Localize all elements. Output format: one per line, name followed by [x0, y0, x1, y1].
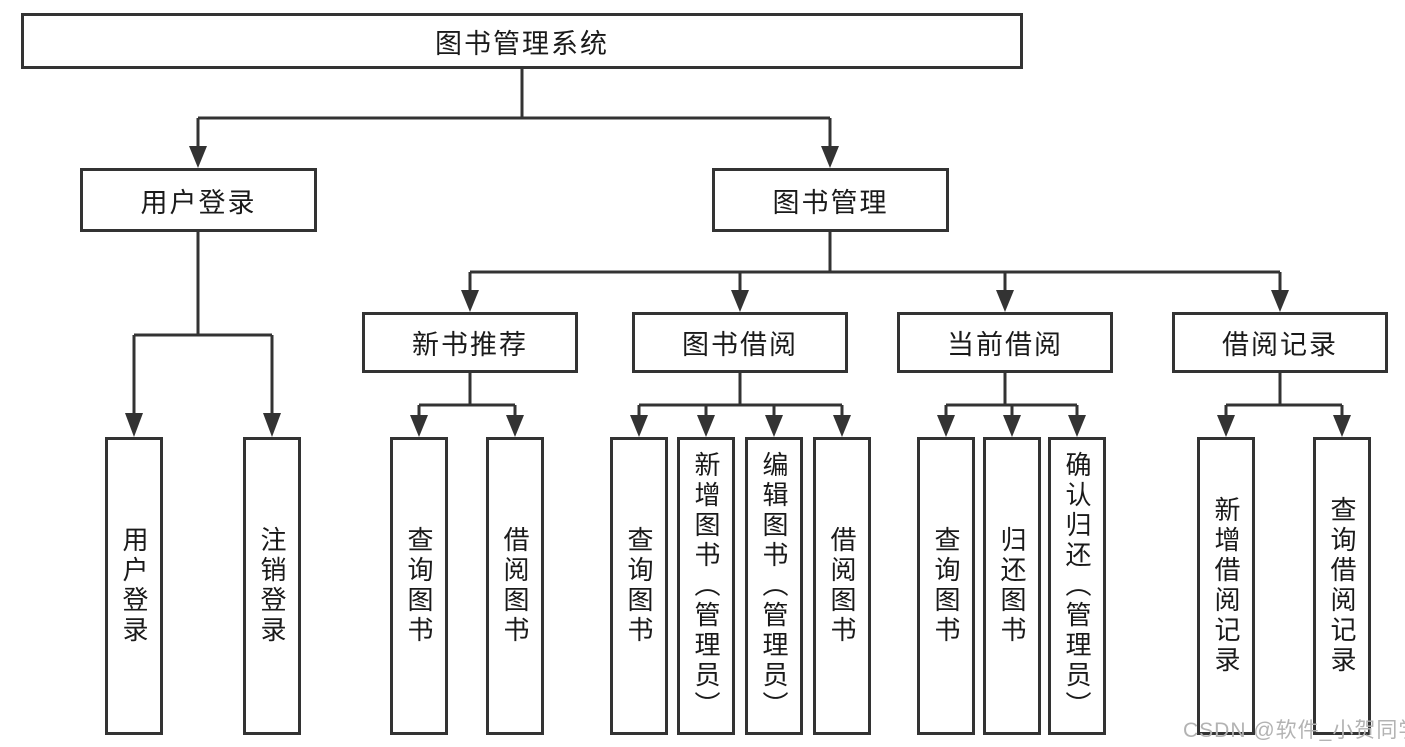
node-new-book-recommend: 新书推荐 — [362, 312, 578, 373]
leaf-label: 查询图书 — [624, 526, 654, 646]
node-borrowing-query-books: 查询图书 — [610, 437, 668, 735]
node-borrow-records: 借阅记录 — [1172, 312, 1388, 373]
node-user-login: 用户登录 — [80, 168, 317, 232]
leaf-label: 查询图书 — [404, 526, 434, 646]
node-leaf-logout: 注销登录 — [243, 437, 301, 735]
node-book-management: 图书管理 — [712, 168, 949, 232]
leaf-label: 借阅图书 — [500, 526, 530, 646]
leaf-label: 新增借阅记录 — [1211, 496, 1241, 676]
leaf-label: 查询图书 — [931, 526, 961, 646]
node-borrowing-borrow-books: 借阅图书 — [813, 437, 871, 735]
node-current-confirm-return-admin: 确认归还（管理员） — [1048, 437, 1106, 735]
node-leaf-user-login: 用户登录 — [105, 437, 163, 735]
node-borrowing-edit-books-admin: 编辑图书（管理员） — [745, 437, 803, 735]
leaf-label: 新增图书（管理员） — [691, 451, 721, 721]
node-borrowing-add-books-admin: 新增图书（管理员） — [677, 437, 735, 735]
leaf-label: 查询借阅记录 — [1327, 496, 1357, 676]
node-current-return-books: 归还图书 — [983, 437, 1041, 735]
node-recommend-query-books: 查询图书 — [390, 437, 448, 735]
leaf-label: 归还图书 — [997, 526, 1027, 646]
node-current-borrowing: 当前借阅 — [897, 312, 1113, 373]
csdn-watermark: CSDN @软件_小贺同学 — [1183, 719, 1405, 742]
leaf-label: 用户登录 — [119, 526, 149, 646]
node-book-borrowing: 图书借阅 — [632, 312, 848, 373]
node-recommend-borrow-books: 借阅图书 — [486, 437, 544, 735]
leaf-label: 借阅图书 — [827, 526, 857, 646]
node-records-query-record: 查询借阅记录 — [1313, 437, 1371, 735]
node-records-add-record: 新增借阅记录 — [1197, 437, 1255, 735]
leaf-label: 注销登录 — [257, 526, 287, 646]
leaf-label: 确认归还（管理员） — [1062, 451, 1092, 721]
leaf-label: 编辑图书（管理员） — [759, 451, 789, 721]
node-current-query-books: 查询图书 — [917, 437, 975, 735]
node-library-system: 图书管理系统 — [21, 13, 1023, 69]
